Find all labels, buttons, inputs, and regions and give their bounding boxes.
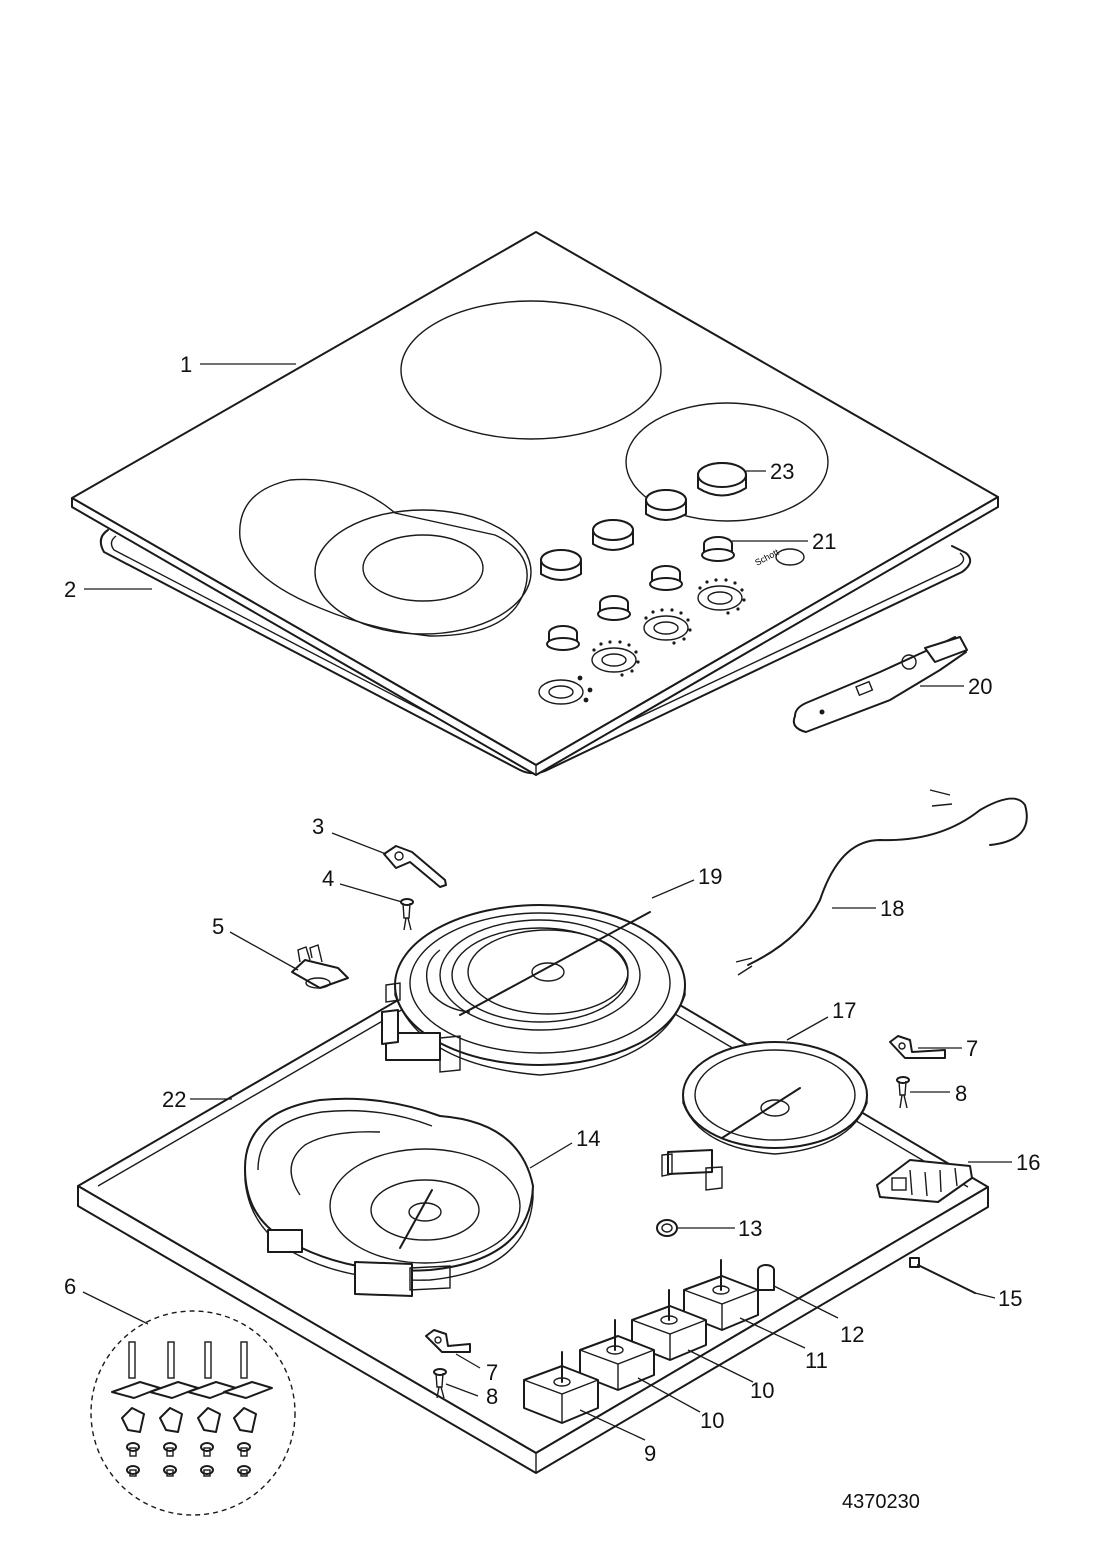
control-knob-mid [592, 519, 634, 551]
label-22: 22 [162, 1087, 186, 1112]
label-4: 4 [322, 866, 334, 891]
leader-lines [82, 363, 1012, 1441]
label-3: 3 [312, 814, 324, 839]
regulator-10b [579, 1319, 655, 1391]
control-knob-23 [697, 462, 747, 497]
zone-rear-right [625, 402, 829, 522]
label-7-upper: 7 [966, 1036, 978, 1061]
label-13: 13 [738, 1216, 762, 1241]
drawing-number: 4370230 [842, 1491, 920, 1513]
label-19: 19 [698, 864, 722, 889]
label-8-lower: 8 [486, 1384, 498, 1409]
energy-regulators [523, 1259, 759, 1424]
label-1: 1 [180, 352, 192, 377]
dual-zone-heater-14 [244, 1097, 534, 1297]
label-11: 11 [805, 1348, 828, 1373]
control-knob-left [540, 549, 582, 581]
label-8-upper: 8 [955, 1081, 967, 1106]
label-18: 18 [880, 896, 904, 921]
knob-seat-21 [701, 536, 735, 562]
zone-rear-left [400, 300, 662, 440]
label-21: 21 [812, 529, 836, 554]
label-23: 23 [770, 459, 794, 484]
label-17: 17 [832, 998, 856, 1023]
zone-front-left-outer [314, 509, 532, 635]
scraper-tool [792, 636, 968, 733]
knob-seat-d [546, 625, 580, 651]
label-12: 12 [840, 1322, 864, 1347]
power-cable [747, 797, 1028, 966]
label-10-b: 10 [750, 1378, 774, 1403]
label-14: 14 [576, 1126, 600, 1151]
label-7-lower: 7 [486, 1360, 498, 1385]
part-number-labels: 1 2 3 4 5 6 7 7 8 8 9 10 10 11 12 13 14 … [64, 352, 1040, 1513]
label-9: 9 [644, 1441, 656, 1466]
radiant-heater-19 [381, 904, 686, 1076]
fixing-kit [90, 1310, 296, 1516]
radiant-heater-17 [661, 1041, 868, 1191]
dial-scale-rings [538, 548, 805, 705]
small-parts [291, 845, 976, 1399]
dial-scale-ticks [577, 578, 746, 703]
knob-seat-c [597, 595, 631, 621]
control-knob-22 [645, 489, 687, 521]
label-15: 15 [998, 1286, 1022, 1311]
label-5: 5 [212, 914, 224, 939]
glass-ceramic-top: Schott [71, 231, 999, 776]
regulator-11 [683, 1259, 759, 1331]
label-20: 20 [968, 674, 992, 699]
label-6: 6 [64, 1274, 76, 1299]
label-2: 2 [64, 577, 76, 602]
zone-front-left-inner [362, 534, 484, 602]
knob-seat-b [649, 565, 683, 591]
regulator-9 [523, 1351, 599, 1424]
label-16: 16 [1016, 1150, 1040, 1175]
label-10-a: 10 [700, 1408, 724, 1433]
